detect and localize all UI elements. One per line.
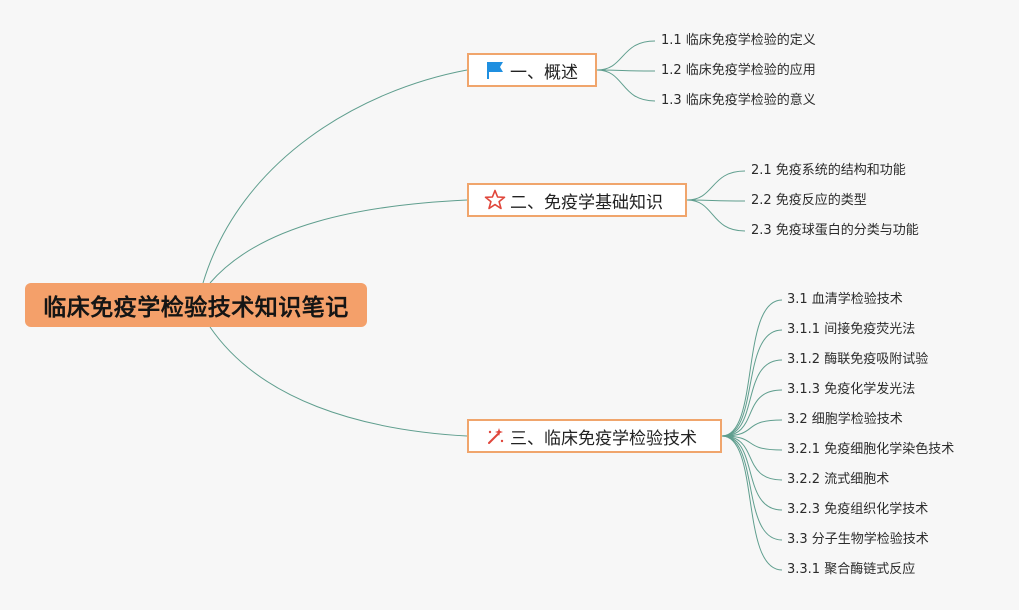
branch-clinical-techniques[interactable]: 三、临床免疫学检验技术	[467, 419, 722, 453]
leaf-topic[interactable]: 3.3.1 聚合酶链式反应	[787, 562, 916, 577]
leaf-topic[interactable]: 2.1 免疫系统的结构和功能	[751, 163, 906, 178]
link-b1-leaf-1	[596, 40, 656, 71]
flag-icon	[484, 59, 506, 81]
star-icon	[484, 189, 506, 211]
link-b3-leaf-8	[721, 435, 783, 511]
root-topic[interactable]: 临床免疫学检验技术知识笔记	[25, 283, 367, 327]
link-b1-leaf-2	[596, 69, 656, 72]
link-b3-leaf-9	[721, 435, 783, 541]
link-b2-leaf-1	[686, 170, 746, 201]
link-root-branch-1	[202, 69, 468, 284]
leaf-topic[interactable]: 2.3 免疫球蛋白的分类与功能	[751, 223, 919, 238]
branch-label: 二、免疫学基础知识	[510, 192, 663, 213]
link-b1-leaf-3	[596, 69, 656, 102]
leaf-topic[interactable]: 1.2 临床免疫学检验的应用	[661, 63, 816, 78]
leaf-topic[interactable]: 1.3 临床免疫学检验的意义	[661, 93, 816, 108]
link-b3-leaf-3	[721, 359, 783, 437]
leaf-topic[interactable]: 3.1 血清学检验技术	[787, 292, 903, 307]
leaf-topic[interactable]: 3.2 细胞学检验技术	[787, 412, 903, 427]
leaf-topic[interactable]: 3.3 分子生物学检验技术	[787, 532, 929, 547]
link-b3-leaf-7	[721, 435, 783, 481]
root-topic-label: 临床免疫学检验技术知识笔记	[43, 295, 349, 321]
link-b3-leaf-2	[721, 329, 783, 437]
branch-overview[interactable]: 一、概述	[467, 53, 597, 87]
link-b3-leaf-10	[721, 435, 783, 571]
link-b2-leaf-3	[686, 199, 746, 232]
link-b3-leaf-5	[721, 419, 783, 437]
branch-immunology-basics[interactable]: 二、免疫学基础知识	[467, 183, 687, 217]
link-b2-leaf-2	[686, 199, 746, 202]
leaf-topic[interactable]: 3.2.3 免疫组织化学技术	[787, 502, 929, 517]
leaf-topic[interactable]: 3.1.3 免疫化学发光法	[787, 382, 916, 397]
branch-label: 三、临床免疫学检验技术	[510, 428, 697, 449]
link-b3-leaf-1	[721, 299, 783, 437]
leaf-topic[interactable]: 3.1.1 间接免疫荧光法	[787, 322, 916, 337]
leaf-topic[interactable]: 3.2.1 免疫细胞化学染色技术	[787, 442, 955, 457]
leaf-topic[interactable]: 2.2 免疫反应的类型	[751, 193, 867, 208]
magic-wand-icon	[484, 425, 506, 447]
leaf-topic[interactable]: 1.1 临床免疫学检验的定义	[661, 33, 816, 48]
link-b3-leaf-4	[721, 389, 783, 437]
branch-label: 一、概述	[510, 62, 578, 83]
link-b3-leaf-6	[721, 435, 783, 451]
link-root-branch-2	[209, 199, 468, 284]
leaf-topic[interactable]: 3.2.2 流式细胞术	[787, 472, 890, 487]
link-root-branch-3	[209, 326, 468, 437]
leaf-topic[interactable]: 3.1.2 酶联免疫吸附试验	[787, 352, 929, 367]
